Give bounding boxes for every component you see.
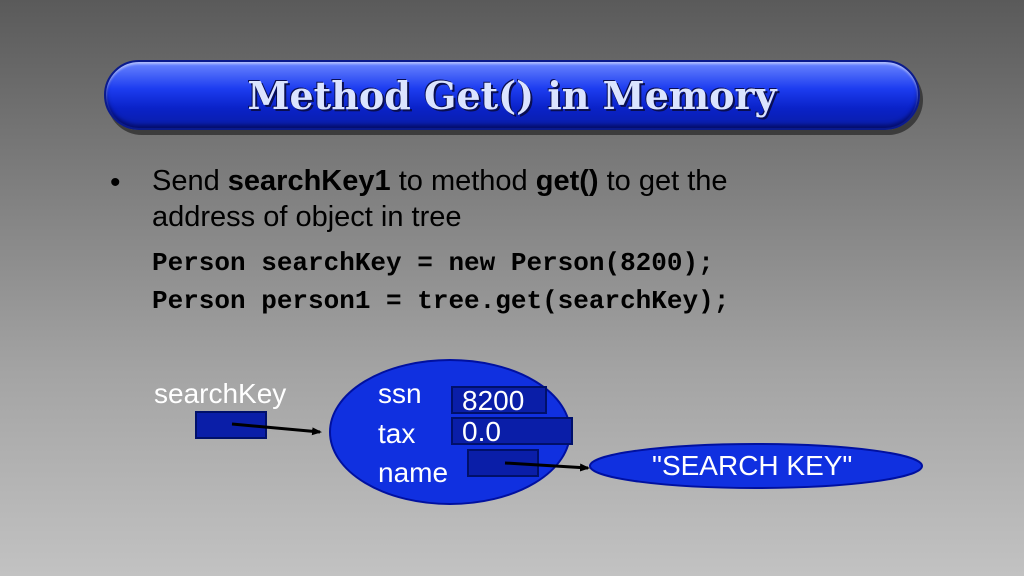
slide-title: Method Get() in Memory (247, 72, 777, 118)
code-line-1: Person searchKey = new Person(8200); (152, 248, 714, 278)
string-object-ellipse (589, 443, 923, 489)
ssn-value: 8200 (462, 385, 525, 416)
tax-field-box (451, 417, 573, 445)
tax-label: tax (378, 418, 416, 449)
bullet-line-2: address of object in tree (152, 201, 462, 233)
ssn-field-box (451, 386, 547, 414)
tax-value: 0.0 (462, 416, 501, 447)
ssn-label: ssn (378, 378, 422, 409)
bullet-text-2: to method (390, 165, 536, 197)
bullet-text-3: to get the (598, 165, 728, 197)
bullet-marker: • (110, 166, 121, 199)
searchkey-label: searchKey (154, 378, 287, 409)
title-banner (104, 60, 920, 130)
name-arrow (504, 461, 590, 472)
bullet-line-1: Send searchKey1 to method get() to get t… (152, 165, 728, 198)
name-label: name (378, 457, 449, 488)
string-value: "SEARCH KEY" (652, 450, 853, 481)
bullet-bold-get: get() (535, 165, 599, 197)
bullet-bold-searchkey: searchKey1 (227, 165, 391, 197)
bullet-text-1: Send (152, 165, 228, 197)
code-line-2: Person person1 = tree.get(searchKey); (152, 286, 730, 316)
reference-arrow (231, 422, 322, 436)
